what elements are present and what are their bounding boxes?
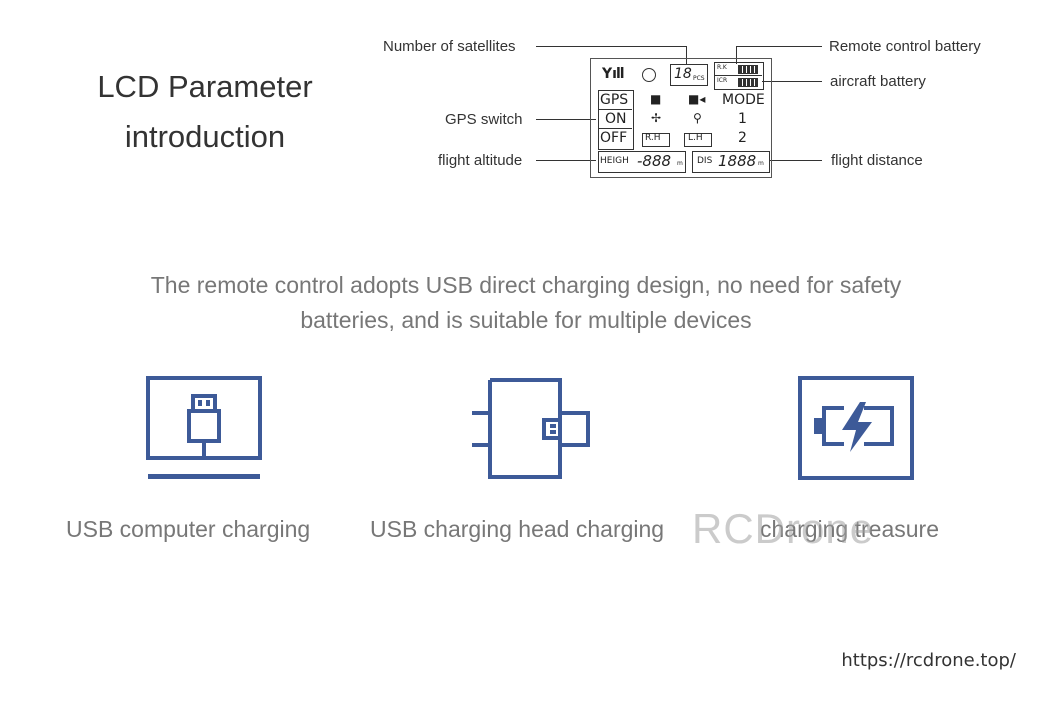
location-icon: ⚲ bbox=[693, 111, 702, 125]
distance-label: DIS bbox=[697, 156, 713, 166]
distance-value: 1888 bbox=[718, 152, 757, 170]
aircraft-battery-tag: ICR bbox=[717, 77, 728, 84]
height-unit: m bbox=[677, 160, 683, 167]
page-title-line2: introduction bbox=[124, 119, 286, 154]
height-value: -888 bbox=[637, 152, 672, 170]
lcd-frame bbox=[590, 58, 772, 178]
signal-icon: Yıll bbox=[602, 66, 625, 82]
lcd-diagram: Number of satellites Remote control batt… bbox=[0, 0, 1052, 200]
caption-usb-charging-head: USB charging head charging bbox=[370, 516, 665, 542]
caption-charging-treasure: charging treasure bbox=[760, 516, 939, 542]
watermark: RCDrone bbox=[692, 505, 875, 552]
callout-satellites: Number of satellites bbox=[383, 38, 516, 55]
source-url: https://rcdrone.top/ bbox=[841, 650, 1016, 671]
timer-icon bbox=[642, 68, 656, 82]
callout-gps-switch: GPS switch bbox=[445, 111, 523, 128]
height-box bbox=[598, 151, 686, 173]
rh-label: R.H bbox=[645, 133, 661, 143]
mode-1: 1 bbox=[738, 111, 747, 127]
usb-computer-icon bbox=[146, 376, 262, 479]
callout-altitude: flight altitude bbox=[438, 152, 523, 169]
callout-aircraft-battery: aircraft battery bbox=[830, 73, 926, 90]
gps-box bbox=[598, 90, 634, 150]
battery-box bbox=[714, 62, 764, 90]
page-title-line1: LCD Parameter bbox=[97, 69, 313, 104]
rc-battery-tag: R.K bbox=[717, 64, 727, 71]
camera-icon: ■ bbox=[650, 92, 662, 106]
drone-icon: ✢ bbox=[651, 111, 662, 125]
distance-unit: m bbox=[758, 160, 764, 167]
description-line2: batteries, and is suitable for multiple … bbox=[300, 307, 752, 333]
distance-box bbox=[692, 151, 770, 173]
video-icon: ■◂ bbox=[688, 92, 706, 106]
rc-battery-icon bbox=[738, 65, 758, 74]
mode-2: 2 bbox=[738, 130, 747, 146]
callout-distance: flight distance bbox=[831, 152, 923, 169]
satellite-count-box bbox=[670, 64, 708, 86]
power-bank-icon bbox=[798, 376, 914, 480]
caption-usb-computer: USB computer charging bbox=[66, 516, 311, 542]
usb-charging-head-icon bbox=[472, 378, 590, 479]
height-label: HEIGH bbox=[600, 156, 629, 166]
description-line1: The remote control adopts USB direct cha… bbox=[150, 272, 902, 298]
lh-label: L.H bbox=[688, 133, 703, 143]
gps-on: ON bbox=[605, 111, 627, 127]
mode-label: MODE bbox=[722, 92, 765, 108]
aircraft-battery-icon bbox=[738, 78, 758, 87]
callout-rc-battery: Remote control battery bbox=[829, 38, 981, 55]
gps-label: GPS bbox=[600, 92, 629, 108]
gps-off: OFF bbox=[600, 130, 628, 146]
satellite-count: 18 bbox=[674, 66, 692, 82]
satellite-unit: PCS bbox=[693, 75, 705, 82]
